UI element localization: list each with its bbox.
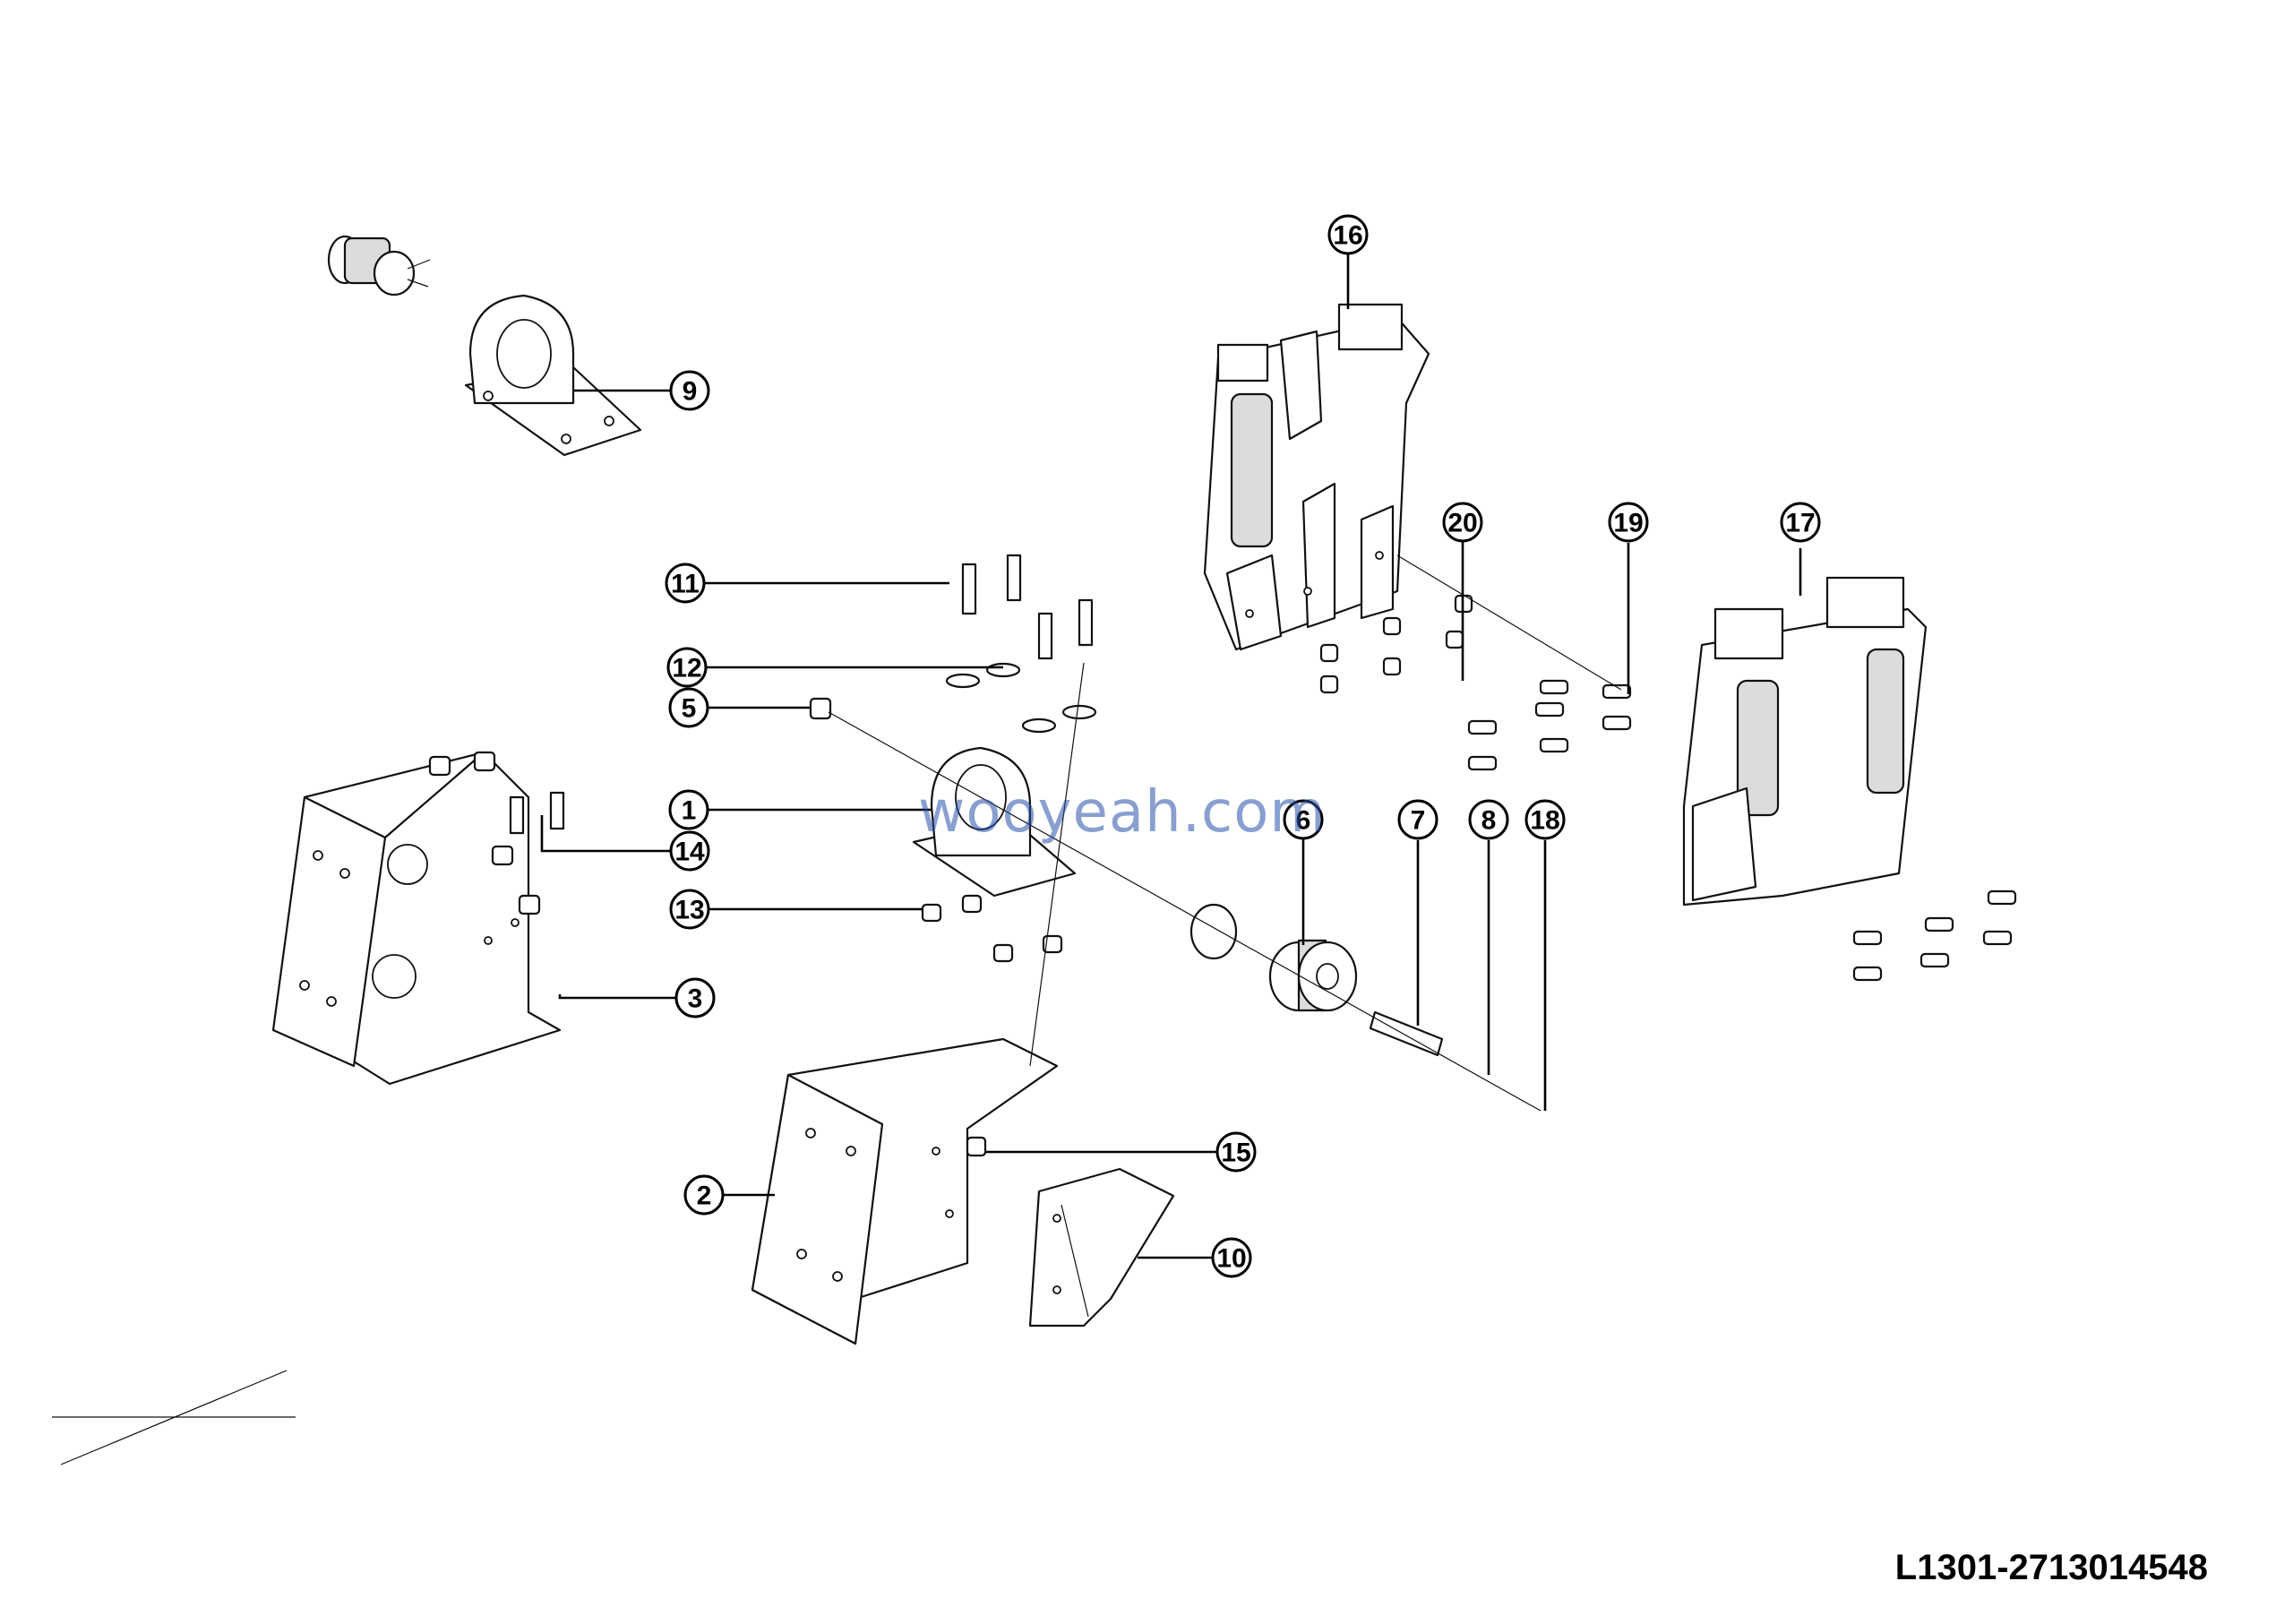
svg-text:5: 5 (682, 694, 697, 724)
bolts-bottom-right (1852, 889, 2017, 982)
callout-9: 18 (1524, 799, 1566, 840)
nuts-center (921, 894, 1063, 963)
callout-5: 5 (668, 687, 709, 728)
svg-text:20: 20 (1447, 509, 1477, 538)
bearing-bracket-part-10 (464, 294, 642, 457)
leader-lines (540, 253, 1802, 1259)
pin-part-7 (1369, 1010, 1444, 1057)
nuts-right (1319, 594, 1632, 771)
callout-14: 13 (669, 889, 710, 930)
drawing-number: L1301-2713014548 (1894, 1548, 2208, 1587)
callout-18: 17 (1780, 502, 1821, 543)
svg-text:2: 2 (697, 1181, 712, 1211)
callout-13: 12 (666, 647, 708, 688)
callout-8: 8 (1468, 799, 1509, 840)
svg-text:8: 8 (1481, 806, 1497, 836)
fittings-part-15 (428, 751, 565, 915)
callout-15: 14 (669, 830, 710, 872)
svg-text:16: 16 (1333, 221, 1362, 251)
callout-11: 10 (1211, 1237, 1252, 1278)
ring-part (1189, 903, 1238, 960)
callout-6: 6 (1283, 799, 1324, 840)
svg-text:10: 10 (1216, 1244, 1246, 1274)
callout-2: 2 (683, 1174, 725, 1216)
box-bracket-part-3 (271, 751, 562, 1086)
callout-20: 20 (1442, 502, 1483, 543)
nut-part-5 (809, 697, 832, 720)
bushing-part-6 (1268, 939, 1358, 1012)
sensor-part (327, 235, 431, 296)
sheet-corner-mark (52, 1370, 296, 1465)
svg-text:14: 14 (674, 838, 705, 867)
callout-19: 19 (1608, 502, 1649, 543)
svg-text:15: 15 (1221, 1139, 1250, 1168)
gusset-bracket-part-11 (1028, 1167, 1175, 1328)
svg-text:3: 3 (688, 984, 703, 1014)
callout-7: 7 (1397, 799, 1438, 840)
svg-text:18: 18 (1530, 806, 1559, 836)
svg-text:7: 7 (1411, 806, 1426, 836)
svg-text:13: 13 (674, 896, 704, 925)
svg-text:19: 19 (1613, 509, 1643, 538)
svg-text:12: 12 (672, 654, 701, 683)
bearing-bracket-part-1 (912, 746, 1077, 898)
callout-17: 16 (1327, 214, 1369, 255)
fitting-part-16 (966, 1136, 987, 1157)
callout-16: 15 (1215, 1131, 1257, 1173)
lower-bracket-part-2 (751, 1037, 1059, 1345)
callout-3: 3 (674, 977, 716, 1018)
callout-10: 9 (669, 370, 710, 411)
bolts-group (945, 554, 1097, 734)
alignment-lines (828, 554, 1622, 1112)
frame-assembly-part-17 (1203, 303, 1430, 651)
svg-text:9: 9 (683, 377, 698, 407)
frame-assembly-part-18 (1682, 576, 1928, 907)
svg-text:1: 1 (682, 796, 697, 826)
watermark-text: wooyeah.com (918, 779, 1327, 846)
callout-1: 1 (668, 789, 709, 830)
svg-text:17: 17 (1785, 509, 1815, 538)
svg-text:6: 6 (1296, 806, 1311, 836)
svg-text:11: 11 (671, 570, 700, 599)
callout-12: 11 (665, 563, 706, 604)
